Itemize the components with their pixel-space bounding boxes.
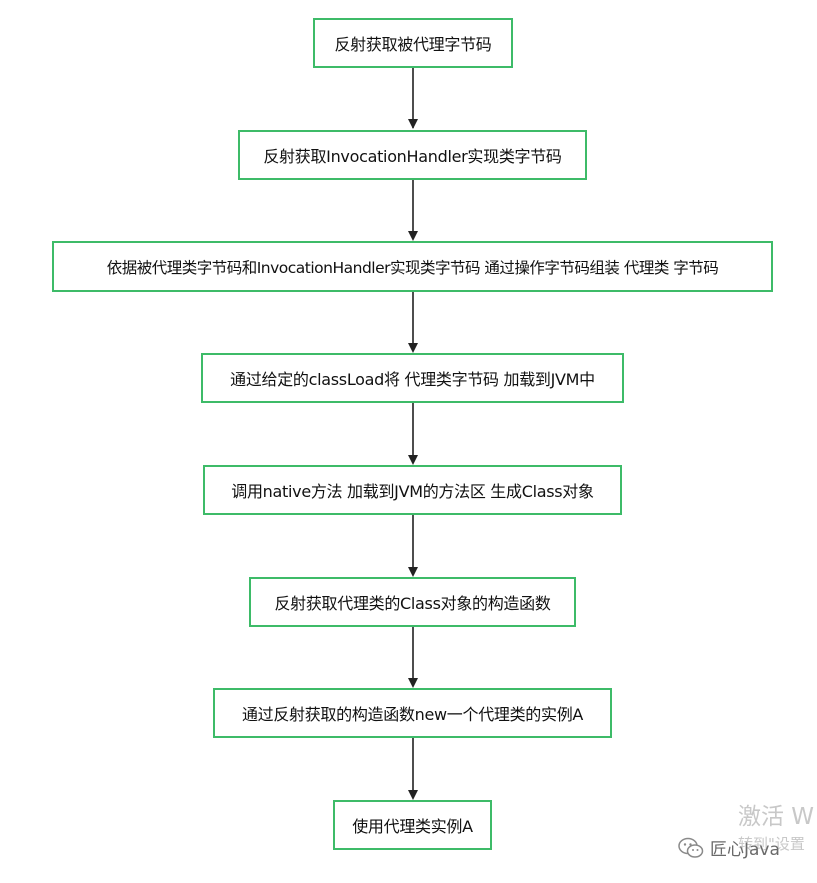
flow-step-6-label: 反射获取代理类的Class对象的构造函数 (274, 594, 551, 613)
wechat-icon (678, 837, 704, 859)
flow-step-6: 反射获取代理类的Class对象的构造函数 (249, 577, 576, 627)
flow-step-3: 依据被代理类字节码和InvocationHandler实现类字节码 通过操作字节… (52, 241, 773, 292)
flow-step-2-label: 反射获取InvocationHandler实现类字节码 (263, 147, 562, 166)
flow-step-8-label: 使用代理类实例A (352, 817, 473, 836)
flow-step-8: 使用代理类实例A (333, 800, 492, 850)
brand-watermark: 匠心Java (678, 835, 780, 860)
flow-step-1: 反射获取被代理字节码 (313, 18, 513, 68)
flow-step-1-label: 反射获取被代理字节码 (334, 35, 492, 54)
activate-settings-watermark: 转到"设置 (738, 835, 805, 853)
arrow-6-head (408, 678, 418, 688)
arrow-7-head (408, 790, 418, 800)
flow-step-2: 反射获取InvocationHandler实现类字节码 (238, 130, 587, 180)
activate-windows-watermark: 激活 W (738, 804, 815, 830)
flow-step-5: 调用native方法 加载到JVM的方法区 生成Class对象 (203, 465, 622, 515)
flow-step-7: 通过反射获取的构造函数new一个代理类的实例A (213, 688, 612, 738)
flow-step-7-label: 通过反射获取的构造函数new一个代理类的实例A (241, 705, 584, 724)
arrow-1-head (408, 119, 418, 129)
flow-step-5-label: 调用native方法 加载到JVM的方法区 生成Class对象 (231, 482, 594, 501)
arrow-2-head (408, 231, 418, 241)
arrow-4-head (408, 455, 418, 465)
arrow-5-head (408, 567, 418, 577)
flow-step-4: 通过给定的classLoad将 代理类字节码 加载到JVM中 (201, 353, 624, 403)
flow-step-4-label: 通过给定的classLoad将 代理类字节码 加载到JVM中 (230, 370, 595, 389)
arrow-3-head (408, 343, 418, 353)
brand-name: 匠心Java (710, 840, 780, 860)
flow-step-3-label: 依据被代理类字节码和InvocationHandler实现类字节码 通过操作字节… (106, 258, 719, 277)
